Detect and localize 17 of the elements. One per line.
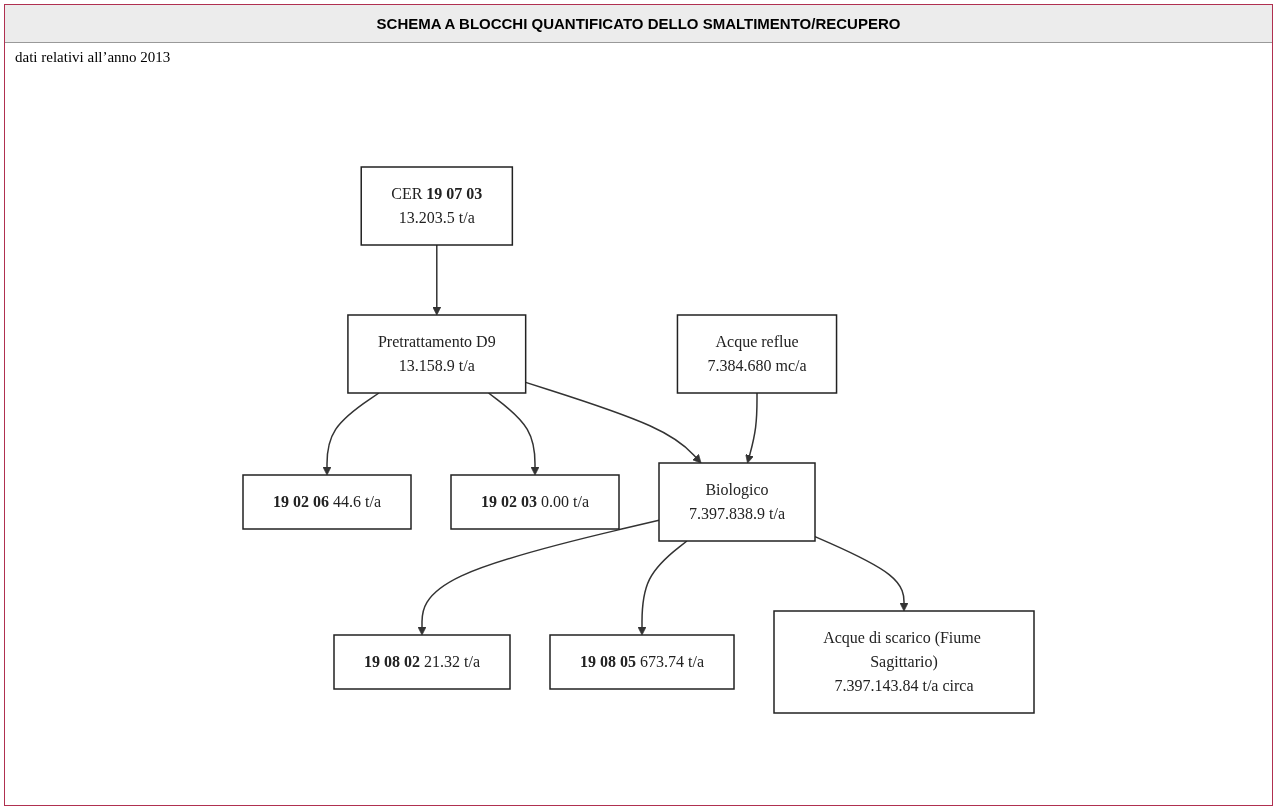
node-box: Acque reflue 7.384.680 mc/a [676,314,838,394]
arrow [417,519,660,636]
node-box: 19 08 05 673.74 t/a [549,634,735,690]
node-box: Acque di scarico (Fiume Sagittario) 7.397.143.84 t/a circa [773,610,1035,714]
node-box: 19 02 06 44.6 t/a [242,474,412,530]
node-box: Pretrattamento D9 13.158.9 t/a [347,314,527,394]
title-bar: SCHEMA A BLOCCHI QUANTIFICATO DELLO SMALTIMENTO/RECUPERO [5,5,1272,43]
note-text: dati relativi all’anno 2013 [15,49,171,66]
arrow [637,540,688,636]
node-box: CER 19 07 03 13.203.5 t/a [360,166,514,246]
arrow [432,244,442,316]
arrow [322,392,380,476]
node-box: 19 02 03 0.00 t/a [450,474,620,530]
node-box: 19 08 02 21.32 t/a [333,634,511,690]
arrow [745,392,758,464]
node-box: Biologico 7.397.838.9 t/a [658,462,816,542]
arrow [487,392,540,476]
